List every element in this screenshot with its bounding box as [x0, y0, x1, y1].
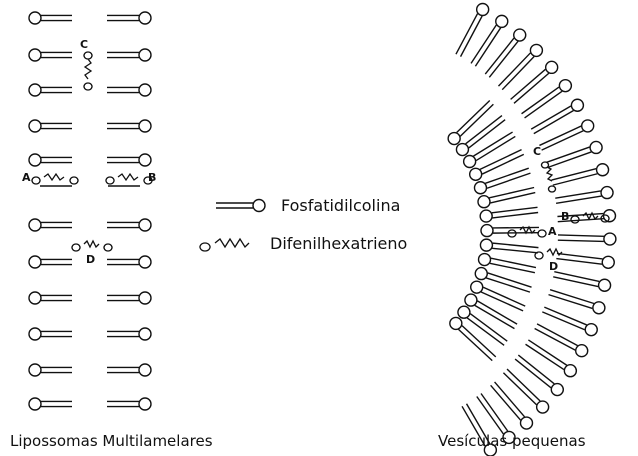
- vesicle-outer-lipid-10: [555, 187, 613, 204]
- vesicle-outer-lipid-13: [556, 253, 614, 268]
- vesicle-inner-lipid-6: [480, 207, 538, 222]
- vesicle-inner-lipid-5: [478, 188, 535, 208]
- vesicle-outer-lipid-0: [456, 3, 489, 56]
- caption-small-vesicles: Vesículas pequenas: [438, 432, 586, 450]
- probe-label-a-vesicle: A: [548, 225, 557, 238]
- vesicle-outer-lipid-15: [549, 290, 605, 314]
- vesicle-outer-lipid-9: [552, 164, 609, 185]
- multilamellar-probes: C A B D: [22, 38, 156, 266]
- probe-c-vesicle-chain-icon: [542, 162, 556, 192]
- phospholipid-right-0: [107, 12, 151, 24]
- phospholipid-left-0: [29, 12, 72, 24]
- probe-label-d-vesicle: D: [549, 260, 558, 273]
- probe-b-vesicle: B: [561, 210, 609, 223]
- probe-label-a: A: [22, 171, 31, 184]
- vesicle-outer-lipid-3: [498, 44, 542, 89]
- vesicle-inner-lipid-8: [480, 239, 538, 253]
- probe-d-multilamellar: D: [72, 241, 112, 266]
- vesicle-inner-lipid-10: [475, 268, 531, 293]
- phospholipid-right-4: [107, 154, 151, 166]
- vesicle-outer-lipid-19: [515, 355, 563, 396]
- phospholipid-left-8: [29, 292, 72, 304]
- probe-b-multilamellar: B: [106, 171, 156, 184]
- vesicle-outer-lipid-20: [503, 369, 548, 413]
- probe-label-c: C: [80, 38, 88, 51]
- phospholipid-right-3: [107, 120, 151, 132]
- vesicle-inner-lipid-1: [456, 116, 505, 156]
- phospholipid-left-10: [29, 364, 72, 376]
- phospholipid-right-11: [107, 398, 151, 410]
- phospholipid-left-3: [29, 120, 72, 132]
- phospholipid-left-2: [29, 84, 72, 96]
- vesicle-outer-lipid-14: [553, 272, 610, 292]
- probe-b-chain-icon: [106, 174, 152, 184]
- phospholipid-left-7: [29, 256, 72, 268]
- small-vesicle-bilayer: [448, 3, 616, 456]
- phospholipid-right-2: [107, 84, 151, 96]
- phospholipid-left-9: [29, 328, 72, 340]
- vesicle-outer-lipid-5: [522, 80, 572, 118]
- vesicle-outer-lipid-8: [546, 141, 602, 167]
- legend-probe-label: Difenilhexatrieno: [270, 234, 407, 253]
- phospholipid-left-4: [29, 154, 72, 166]
- legend-phospholipid-label: Fosfatidilcolina: [281, 196, 400, 215]
- vesicle-inner-lipid-0: [448, 101, 493, 145]
- vesicle-outer-lipid-18: [526, 340, 577, 377]
- vesicle-outer-lipid-17: [535, 324, 588, 357]
- probe-a-chain-icon: [32, 174, 78, 184]
- phospholipid-left-1: [29, 49, 72, 61]
- probe-d-vesicle: D: [535, 249, 562, 273]
- phospholipid-right-9: [107, 328, 151, 340]
- probe-a-vesicle-chain-icon: [508, 227, 546, 237]
- vesicle-inner-lipid-11: [471, 281, 525, 311]
- probe-a-multilamellar: A: [22, 171, 78, 184]
- probe-c-chain-icon: [84, 52, 92, 90]
- vesicle-inner-lipid-13: [458, 306, 507, 345]
- vesicle-inner-lipid-9: [479, 254, 536, 273]
- probe-c-multilamellar: C: [80, 38, 92, 90]
- probe-d-chain-icon: [72, 241, 112, 251]
- phospholipid-right-10: [107, 364, 151, 376]
- phospholipid-left-6: [29, 219, 72, 231]
- legend: Fosfatidilcolina Difenilhexatrieno: [200, 196, 407, 253]
- vesicle-outer-lipid-7: [539, 120, 593, 150]
- legend-phospholipid-icon: [216, 200, 265, 212]
- probe-d-vesicle-chain-icon: [535, 249, 562, 259]
- phospholipid-left-11: [29, 398, 72, 410]
- probe-label-c-vesicle: C: [533, 145, 541, 158]
- phospholipid-right-7: [107, 256, 151, 268]
- vesicle-outer-lipid-21: [491, 382, 533, 429]
- phospholipid-right-8: [107, 292, 151, 304]
- probe-label-b: B: [148, 171, 156, 184]
- vesicle-outer-lipid-4: [511, 61, 558, 103]
- vesicle-outer-lipid-12: [558, 233, 616, 245]
- caption-multilamellar-liposomes: Lipossomas Multilamelares: [10, 432, 213, 450]
- legend-probe-icon: [200, 239, 249, 251]
- vesicle-inner-lipid-14: [450, 317, 496, 360]
- vesicle-outer-lipid-2: [485, 29, 525, 77]
- phospholipid-right-1: [107, 49, 151, 61]
- probe-label-b-vesicle: B: [561, 210, 569, 223]
- vesicle-outer-lipid-1: [471, 15, 508, 66]
- probe-c-vesicle: C: [533, 145, 556, 192]
- phospholipid-right-6: [107, 219, 151, 231]
- probe-label-d: D: [86, 253, 95, 266]
